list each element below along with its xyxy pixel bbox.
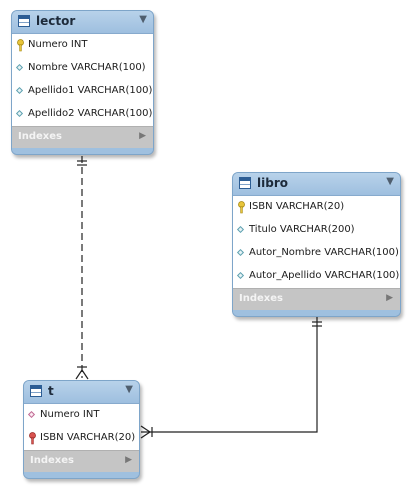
column-row[interactable]: Nombre VARCHAR(100) [12, 57, 153, 80]
table-footer [12, 148, 153, 154]
foreign-key-diamond-icon [27, 410, 36, 419]
table-icon [239, 177, 251, 189]
table-libro[interactable]: libro ▼ ISBN VARCHAR(20) Titulo VARCHAR(… [232, 172, 401, 317]
column-label: Nombre VARCHAR(100) [28, 62, 146, 73]
table-header[interactable]: libro ▼ [233, 173, 400, 196]
table-lector[interactable]: lector ▼ Numero INT Nombre VARCHAR(100) … [11, 10, 154, 155]
expand-arrow-icon[interactable]: ▶ [125, 455, 132, 465]
column-label: Titulo VARCHAR(200) [249, 224, 355, 235]
table-icon [30, 385, 42, 397]
collapse-toggle-icon[interactable]: ▼ [139, 14, 147, 25]
expand-arrow-icon[interactable]: ▶ [139, 131, 146, 141]
column-diamond-icon [15, 109, 24, 118]
indexes-section[interactable]: Indexes ▶ [233, 288, 400, 310]
column-label: Autor_Apellido VARCHAR(100) [249, 270, 400, 281]
column-row[interactable]: Apellido1 VARCHAR(100) [12, 80, 153, 103]
table-header[interactable]: lector ▼ [12, 11, 153, 34]
column-row[interactable]: ISBN VARCHAR(20) [24, 427, 139, 450]
column-label: Numero INT [28, 39, 88, 50]
column-label: Autor_Nombre VARCHAR(100) [249, 247, 399, 258]
collapse-toggle-icon[interactable]: ▼ [386, 176, 394, 187]
column-row[interactable]: ISBN VARCHAR(20) [233, 196, 400, 219]
column-row[interactable]: Titulo VARCHAR(200) [233, 219, 400, 242]
table-header[interactable]: t ▼ [24, 381, 139, 404]
column-diamond-icon [15, 63, 24, 72]
foreign-primary-key-icon [29, 432, 36, 445]
column-diamond-icon [236, 271, 245, 280]
relationship-lector-t[interactable] [75, 156, 89, 380]
column-row[interactable]: Numero INT [12, 34, 153, 57]
column-diamond-icon [236, 248, 245, 257]
table-title: t [48, 384, 54, 398]
indexes-section[interactable]: Indexes ▶ [12, 126, 153, 148]
table-icon [18, 15, 30, 27]
column-label: Numero INT [40, 409, 100, 420]
column-row[interactable]: Autor_Apellido VARCHAR(100) [233, 265, 400, 288]
column-label: ISBN VARCHAR(20) [40, 432, 136, 443]
table-t[interactable]: t ▼ Numero INT ISBN VARCHAR(20) Indexes … [23, 380, 140, 479]
table-title: libro [257, 176, 288, 190]
table-footer [233, 310, 400, 316]
primary-key-icon [238, 201, 245, 214]
column-row[interactable]: Numero INT [24, 404, 139, 427]
table-title: lector [36, 14, 76, 28]
column-row[interactable]: Apellido2 VARCHAR(100) [12, 103, 153, 126]
column-diamond-icon [236, 225, 245, 234]
indexes-label: Indexes [18, 131, 62, 142]
relationship-libro-t[interactable] [140, 317, 322, 439]
indexes-label: Indexes [239, 293, 283, 304]
indexes-section[interactable]: Indexes ▶ [24, 450, 139, 472]
column-diamond-icon [15, 86, 24, 95]
expand-arrow-icon[interactable]: ▶ [386, 293, 393, 303]
column-label: Apellido2 VARCHAR(100) [28, 108, 153, 119]
collapse-toggle-icon[interactable]: ▼ [125, 384, 133, 395]
primary-key-icon [17, 39, 24, 52]
column-label: Apellido1 VARCHAR(100) [28, 85, 153, 96]
column-row[interactable]: Autor_Nombre VARCHAR(100) [233, 242, 400, 265]
indexes-label: Indexes [30, 455, 74, 466]
column-label: ISBN VARCHAR(20) [249, 201, 345, 212]
table-footer [24, 472, 139, 478]
